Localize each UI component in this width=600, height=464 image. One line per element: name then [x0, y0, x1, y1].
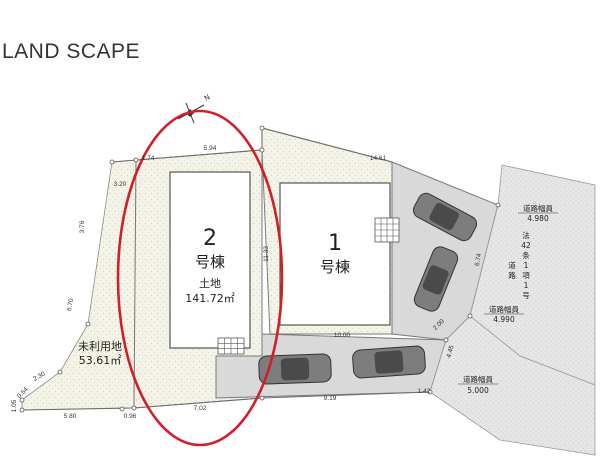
road-width-value-1: 4.980: [527, 214, 549, 223]
unused-land-area: 53.61㎡: [79, 354, 122, 367]
north-compass: N: [177, 93, 212, 124]
svg-text:1: 1: [524, 281, 529, 290]
house-1-suffix: 号棟: [320, 258, 350, 276]
svg-text:5.80: 5.80: [64, 413, 77, 420]
svg-text:1.42: 1.42: [418, 388, 431, 395]
road-width-label-2: 道路幅員: [489, 304, 519, 314]
building-house-2: [169, 171, 251, 349]
svg-text:6.70: 6.70: [66, 298, 75, 312]
svg-text:10.00: 10.00: [334, 332, 351, 339]
svg-text:道: 道: [508, 260, 516, 270]
road-label-bottom: 道路幅員 5.000: [458, 374, 498, 395]
road-width-value-3: 5.000: [467, 386, 489, 395]
svg-text:3.20: 3.20: [114, 181, 127, 188]
car-2: [413, 246, 459, 312]
svg-text:0.96: 0.96: [124, 413, 137, 420]
house-2-land-label: 土地: [199, 277, 221, 290]
svg-text:1.74: 1.74: [142, 155, 155, 162]
svg-text:42: 42: [521, 241, 531, 250]
boundary-markers: [19, 125, 501, 413]
svg-text:7.02: 7.02: [194, 405, 207, 412]
svg-text:1.05: 1.05: [11, 399, 18, 412]
building-house-1: [279, 182, 391, 326]
road-label-top: 道路幅員 4.980: [518, 203, 558, 223]
road-width-label-3: 道路幅員: [463, 374, 493, 384]
svg-text:条: 条: [522, 250, 530, 260]
porch-grid-house-1: [374, 217, 400, 243]
road-width-value-2: 4.990: [493, 315, 515, 324]
highlight-ellipse: [116, 109, 284, 447]
porch-grid-house-2: [217, 337, 245, 355]
house-2-suffix: 号棟: [195, 253, 225, 271]
svg-text:法: 法: [522, 230, 530, 240]
svg-text:14.61: 14.61: [370, 155, 387, 162]
unused-land-label: 未利用地: [78, 340, 122, 353]
house-2-land-area: 141.72㎡: [185, 292, 235, 305]
house-1-number: 1: [328, 231, 342, 256]
svg-text:号: 号: [522, 291, 530, 300]
svg-text:6.74: 6.74: [474, 253, 483, 267]
house-2-number: 2: [203, 226, 217, 251]
svg-text:5.94: 5.94: [204, 145, 217, 152]
car-1: [412, 192, 478, 242]
svg-text:2.30: 2.30: [32, 370, 47, 383]
page-title: LAND SCAPE: [2, 40, 140, 63]
road-width-label-1: 道路幅員: [523, 203, 553, 213]
svg-text:4.45: 4.45: [446, 344, 456, 358]
car-3: [258, 353, 332, 385]
road-label-middle: 道路幅員 4.990: [484, 304, 524, 324]
svg-text:3.76: 3.76: [79, 220, 86, 233]
road-bottom: [429, 315, 596, 456]
south-boundary: [21, 391, 431, 411]
car-4: [352, 345, 426, 379]
road-article-42: 法 42 条 道 路 1 項 1 号: [508, 230, 531, 300]
svg-text:11.33: 11.33: [263, 246, 270, 262]
svg-text:9.19: 9.19: [324, 395, 337, 402]
svg-text:路: 路: [508, 270, 516, 280]
svg-text:1: 1: [524, 261, 529, 270]
svg-text:項: 項: [522, 271, 530, 280]
north-label: N: [203, 93, 212, 103]
